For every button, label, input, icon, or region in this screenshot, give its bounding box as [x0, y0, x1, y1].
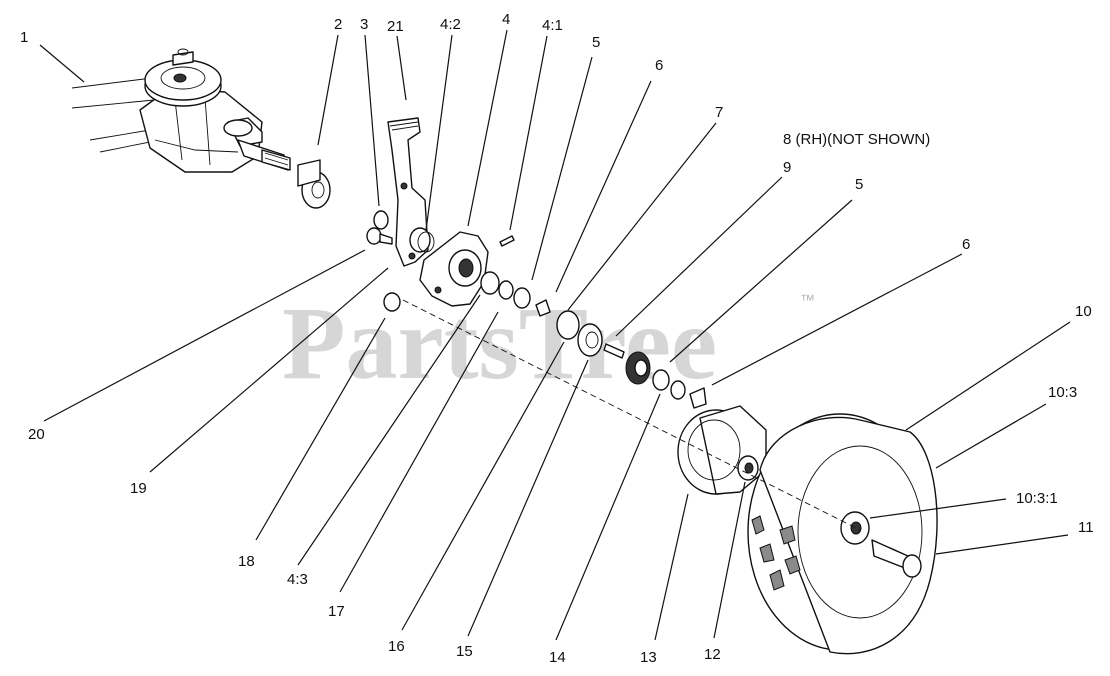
- washer-part-5a: [498, 280, 514, 300]
- callout-21: 21: [387, 18, 404, 35]
- clip-part-7: [535, 299, 551, 317]
- bolt-part-20: [366, 227, 393, 245]
- callout-3: 3: [360, 16, 368, 33]
- nut-part-18: [383, 292, 401, 312]
- callout-14: 14: [549, 649, 566, 666]
- spacer-part-2: [297, 159, 331, 209]
- callout-20: 20: [28, 426, 45, 443]
- pin-part-9: [603, 343, 625, 359]
- callout-11: 11: [1078, 519, 1094, 536]
- pivot-arm-part-4: [419, 231, 489, 307]
- callout-2: 2: [334, 16, 342, 33]
- leader-4-1: [509, 35, 548, 231]
- leader-16: [401, 341, 565, 631]
- watermark-trademark: ™: [800, 292, 815, 309]
- callout-10-3: 10:3: [1048, 384, 1077, 401]
- callout-7: 7: [715, 104, 723, 121]
- callout-4-1: 4:1: [542, 17, 563, 34]
- axle-bolt-part-11: [871, 539, 922, 578]
- bolt-part-4-1: [499, 235, 515, 247]
- leader-2: [317, 34, 339, 146]
- leader-15: [467, 359, 589, 637]
- leader-9: [615, 176, 783, 337]
- bearing-part-17: [480, 271, 500, 295]
- spacer-part-12: [737, 455, 759, 481]
- leader-5b: [669, 199, 853, 363]
- callout-4: 4: [502, 11, 510, 28]
- leader-11: [935, 534, 1069, 555]
- callout-5b: 5: [855, 176, 863, 193]
- leader-19: [149, 267, 389, 473]
- leader-10-3-1: [869, 498, 1007, 519]
- callout-16: 16: [388, 638, 405, 655]
- callout-6b: 6: [962, 236, 970, 253]
- callout-1: 1: [20, 29, 28, 46]
- leader-20: [43, 249, 366, 422]
- washer-part-6a: [513, 287, 531, 309]
- leader-6b: [711, 253, 963, 386]
- leader-3: [364, 34, 380, 207]
- leader-17: [339, 311, 499, 593]
- callout-labels: 1 2 3 21 4:2 4 4:1 5 6 7 8 (RH)(NOT SHOW…: [20, 11, 1094, 666]
- callout-10: 10: [1075, 303, 1092, 320]
- leader-21: [396, 35, 407, 101]
- callout-12: 12: [704, 646, 721, 663]
- callout-13: 13: [640, 649, 657, 666]
- bushing-part-4-2: [409, 227, 435, 253]
- callout-18: 18: [238, 553, 255, 570]
- callout-10-3-1: 10:3:1: [1016, 490, 1058, 507]
- leader-10-3: [935, 403, 1047, 469]
- gear-cup-part-13: [677, 405, 767, 495]
- washer-part-3: [373, 210, 389, 230]
- leader-7: [567, 122, 717, 311]
- callout-17: 17: [328, 603, 345, 620]
- bearing-part-15: [577, 323, 603, 357]
- leader-12: [713, 481, 746, 639]
- washer-part-5b: [652, 369, 670, 391]
- callout-15: 15: [456, 643, 473, 660]
- callout-19: 19: [130, 480, 147, 497]
- leader-4-3: [297, 294, 481, 566]
- leader-18: [255, 317, 386, 541]
- leader-lines: [39, 29, 1071, 641]
- callout-4-2: 4:2: [440, 16, 461, 33]
- callout-8: 8 (RH)(NOT SHOWN): [783, 131, 930, 148]
- callout-4-3: 4:3: [287, 571, 308, 588]
- clip-part-6b: [689, 387, 707, 409]
- seal-part-16: [556, 310, 580, 340]
- leader-4: [467, 29, 508, 227]
- leader-5a: [531, 56, 593, 281]
- leader-13: [654, 493, 689, 641]
- assembly-axis-line: [402, 299, 861, 531]
- callout-6a: 6: [655, 57, 663, 74]
- leader-14: [555, 393, 661, 641]
- leader-6a: [555, 80, 652, 293]
- leader-1: [39, 44, 85, 83]
- washer-part-6b: [670, 380, 686, 400]
- transmission-assembly: [71, 48, 291, 173]
- wheel-part-10: [747, 413, 938, 655]
- leader-10: [905, 321, 1071, 431]
- callout-9: 9: [783, 159, 791, 176]
- gear-part-14: [625, 351, 651, 385]
- leader-4-2: [425, 34, 453, 231]
- callout-5a: 5: [592, 34, 600, 51]
